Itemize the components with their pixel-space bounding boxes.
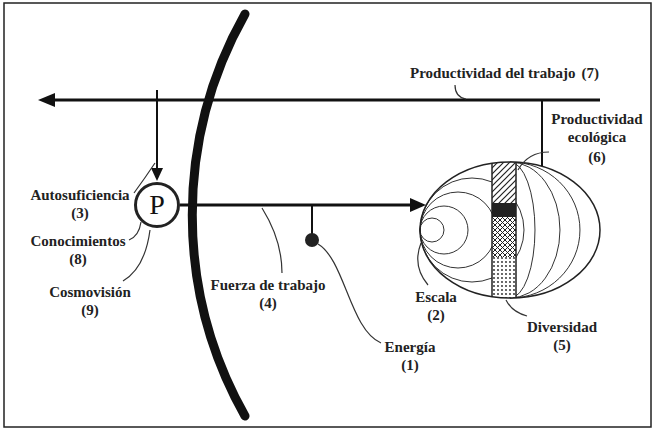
callout-number: (4) [259,294,277,312]
callout-label: Escala [415,288,457,306]
frame [4,3,651,427]
leader-line [129,222,141,240]
callout-number: (1) [401,356,419,374]
band-crosshatch [492,217,516,257]
callout-label: Conocimientos [31,232,126,250]
sphere-outline [420,162,600,298]
process-circle: P [134,182,180,228]
callout-number: (9) [81,301,99,319]
arrowhead [38,93,55,107]
leader-line [262,208,282,273]
callout-label: Productividad ecológica [545,110,649,146]
callout-number: (5) [553,336,571,354]
callout-label: Productividad del trabajo [410,64,576,82]
boundary-arc [192,14,245,416]
callout-number: (7) [582,64,600,82]
down-arrow [156,90,158,170]
callout-label: Fuerza de trabajo [211,276,326,294]
band-hatch [492,158,516,203]
callout-number: (8) [69,250,87,268]
band-dots [492,257,516,302]
leader-line [506,300,527,316]
arrowhead [151,168,163,181]
energy-tick [311,206,313,234]
band-edge [491,163,493,297]
scale-circle [420,206,468,254]
scale-circle [420,192,496,268]
node-text: P [149,191,165,219]
callout-label: Autosuficiencia [30,186,129,204]
callout-number: (6) [588,148,606,166]
energy-dot [305,233,319,247]
sphere-meridian [510,162,580,298]
work-arrow [180,204,412,207]
callout-number: (3) [71,204,89,222]
band-solid [492,203,516,217]
scale-circle [420,218,444,242]
leader-line [318,244,381,343]
return-arrow [52,99,600,102]
leader-line [518,152,549,170]
callout-number: (2) [427,306,445,324]
ecosystem-sphere [420,158,600,302]
callout-label: Diversidad [527,318,597,336]
connector-line [541,100,543,166]
leader-line [455,85,466,99]
band-edge [515,162,517,298]
arrowhead [410,198,426,212]
callout-label: Energía [385,338,436,356]
callout-label: Cosmovisión [49,283,131,301]
leader-lines [123,85,549,343]
sphere-meridian [510,162,560,298]
diversity-band [492,158,516,302]
leader-line [123,230,150,281]
leader-line [418,243,428,285]
